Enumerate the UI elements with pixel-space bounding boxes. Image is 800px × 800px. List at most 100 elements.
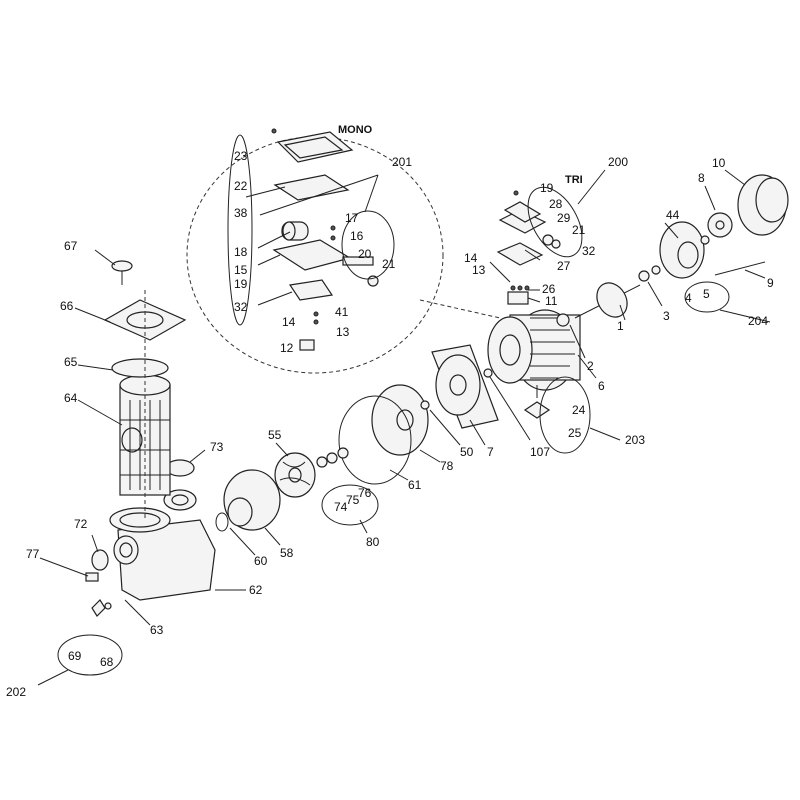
leader-2	[569, 324, 586, 359]
label-77: 77	[26, 547, 40, 561]
label-41: 41	[335, 305, 349, 319]
label-50: 50	[460, 445, 474, 459]
label-17: 17	[345, 211, 359, 225]
leader-15	[257, 254, 281, 266]
leader-201a	[259, 174, 379, 216]
label-65: 65	[64, 355, 78, 369]
strainer-basket-64	[119, 374, 171, 496]
mono-screw-17	[330, 225, 336, 231]
label-204: 204	[748, 314, 768, 328]
label-19: 19	[234, 277, 248, 291]
label-78: 78	[440, 459, 454, 473]
mono-screw-41	[313, 311, 319, 317]
leader-204	[719, 309, 771, 323]
label-72: 72	[74, 517, 88, 531]
label-29: 29	[557, 211, 571, 225]
mono-terminal-cover	[276, 131, 354, 163]
leader-77	[39, 557, 89, 577]
label-107: 107	[530, 445, 550, 459]
label-60: 60	[254, 554, 268, 568]
leader-80	[359, 519, 368, 534]
label-8: 8	[698, 171, 705, 185]
washer-4	[651, 265, 661, 275]
tri-screw-19	[513, 190, 519, 196]
fan-8	[707, 212, 733, 238]
label-4: 4	[685, 291, 692, 305]
leader-78	[419, 449, 441, 463]
leader-50	[429, 409, 461, 446]
label-75: 75	[346, 493, 360, 507]
tri-group-ellipse	[527, 186, 583, 258]
leader-10	[724, 169, 746, 186]
lid-oring-65	[111, 358, 169, 378]
leader-14-13	[489, 261, 511, 283]
shims-24-25	[523, 385, 551, 419]
label-64: 64	[64, 391, 78, 405]
label-58: 58	[280, 546, 294, 560]
label-63: 63	[150, 623, 164, 637]
bracket-7	[431, 344, 499, 429]
motor-stator-6	[487, 309, 581, 391]
leader-64	[77, 399, 123, 426]
label-18: 18	[234, 245, 248, 259]
label-6: 6	[598, 379, 605, 393]
impeller-55	[274, 452, 316, 498]
label-44: 44	[666, 208, 680, 222]
label-1: 1	[617, 319, 624, 333]
group-80-ellipse	[321, 484, 379, 526]
label-3: 3	[663, 309, 670, 323]
mono-gasket-32	[288, 279, 334, 301]
union-72	[91, 549, 109, 571]
diffuser-58	[223, 469, 281, 531]
tri-terminal-box	[498, 201, 547, 234]
leader-38	[245, 186, 286, 198]
seal-107	[483, 368, 493, 378]
group-204-ellipse	[684, 281, 730, 313]
leader-3	[647, 281, 663, 307]
label-76: 76	[358, 486, 372, 500]
label-13b: 13	[472, 263, 486, 277]
mono-gasket-38	[273, 174, 350, 201]
group-203-ellipse	[539, 376, 591, 454]
pump-housing-62	[109, 489, 216, 601]
label-10: 10	[712, 156, 726, 170]
plug-77	[85, 572, 99, 582]
leader-58	[264, 527, 281, 546]
tri-title: TRI	[565, 174, 583, 186]
seal-75	[326, 452, 338, 464]
label-16: 16	[350, 229, 364, 243]
label-201: 201	[392, 155, 412, 169]
label-13: 13	[336, 325, 350, 339]
terminal-block-11	[507, 285, 530, 305]
label-11: 11	[545, 294, 558, 308]
gasket-61	[338, 395, 412, 485]
leader-67	[94, 249, 116, 266]
leader-61	[389, 469, 409, 481]
label-14: 14	[282, 315, 296, 329]
label-74: 74	[334, 500, 348, 514]
label-7: 7	[487, 445, 494, 459]
label-38: 38	[234, 206, 248, 220]
leader-200	[577, 169, 606, 205]
label-62: 62	[249, 583, 263, 597]
label-73: 73	[210, 440, 224, 454]
label-21: 21	[382, 257, 396, 271]
leader-9	[744, 269, 766, 279]
label-200: 200	[608, 155, 628, 169]
label-32b: 32	[582, 244, 596, 258]
mono-screw-13	[313, 319, 319, 325]
label-32: 32	[234, 300, 248, 314]
leader-72	[91, 534, 99, 553]
label-203: 203	[625, 433, 645, 447]
mono-detail-circle	[186, 136, 444, 374]
tri-gasket-27	[496, 242, 544, 266]
label-5: 5	[703, 287, 710, 301]
oring-60	[215, 512, 229, 532]
leader-55	[275, 442, 289, 457]
leader-11	[527, 297, 541, 303]
mono-capacitor	[281, 221, 309, 241]
label-61: 61	[408, 478, 422, 492]
fan-cover-10	[737, 174, 789, 236]
label-69: 69	[68, 649, 82, 663]
